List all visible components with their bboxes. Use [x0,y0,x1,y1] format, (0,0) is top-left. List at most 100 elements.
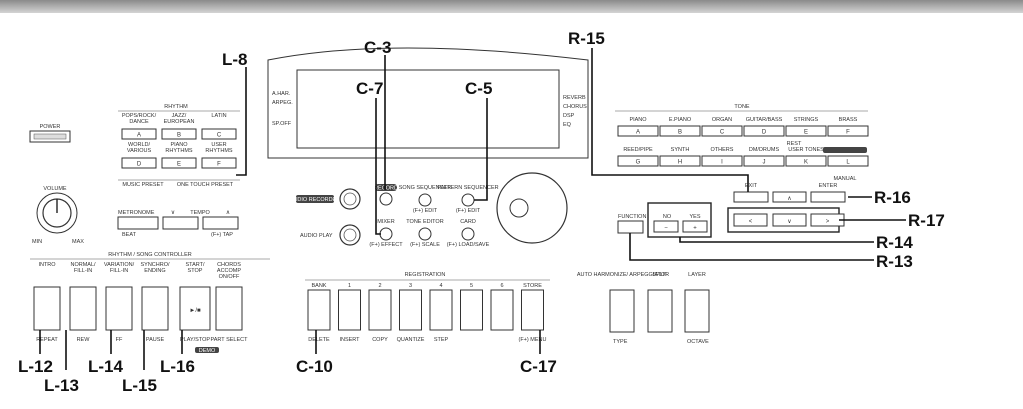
rhythm-label-0-1: DANCE [129,119,149,125]
song-sequencer-button[interactable] [418,193,432,207]
registration-top-label-6: 6 [500,283,503,289]
tone-button-i[interactable] [701,155,743,167]
callout-c17: C-17 [520,357,557,376]
tone-button-g[interactable] [617,155,659,167]
exit-button[interactable] [733,191,769,203]
tone-button-k[interactable] [785,155,827,167]
card-label: CARD [460,219,476,225]
registration-button-2[interactable] [368,289,392,331]
record-button[interactable] [379,192,393,206]
tone-editor-button[interactable] [418,227,432,241]
display-right-1: CHORUS [563,104,587,110]
function-button[interactable] [617,220,644,234]
rhythm-key-a: A [137,133,141,139]
enter-label: ENTER [819,183,838,189]
tone-label-b: E.PIANO [669,117,692,123]
rhythm-label-0-0: POPS/ROCK/ [122,113,157,119]
demo-badge [195,347,219,353]
registration-button-1[interactable] [338,289,361,331]
tone-button-f[interactable] [827,125,869,137]
rsc-top-label-0-0: INTRO [38,262,56,268]
tone-button-j[interactable] [743,155,785,167]
l-key-badge [823,147,867,153]
pattern-sequencer-button[interactable] [461,193,475,207]
tone-key-j: J [763,160,766,166]
tone-button-e[interactable] [785,125,827,137]
rsc-button-3[interactable] [141,286,169,331]
registration-button-6[interactable] [490,289,514,331]
registration-button-4[interactable] [429,289,453,331]
pattern-sequencer-label: PATTERN SEQUENCER [437,185,498,191]
rsc-button-2[interactable] [105,286,133,331]
rsc-button-5[interactable] [215,286,243,331]
rsc-top-label-1-1: FILL-IN [74,268,92,274]
rhythm-button-e[interactable] [161,157,197,169]
callout-r13: R-13 [876,252,913,271]
display-left-0: A.HAR. [272,91,291,97]
tone-button-c[interactable] [701,125,743,137]
tone-button-a[interactable] [617,125,659,137]
plus-symbol: + [693,226,697,232]
registration-button-7[interactable] [521,289,544,331]
rsc-button-1[interactable] [69,286,97,331]
auto-harm-button[interactable] [609,289,635,333]
tone-label-j: DM/DRUMS [749,147,780,153]
registration-top-label-5: 5 [470,283,473,289]
no-minus-button[interactable] [653,220,679,233]
cursor-up-button[interactable] [772,191,807,203]
lcd-screen [296,69,560,149]
display-left-indicators: A.HAR.ARPEG.SP.OFF [272,91,293,127]
rhythm-key-c: C [217,133,222,139]
rhythm-button-c[interactable] [201,128,237,140]
rhythm-button-f[interactable] [201,157,237,169]
registration-button-0[interactable] [307,289,331,331]
metronome-button[interactable] [117,216,159,230]
card-button[interactable] [461,227,475,241]
layer-button[interactable] [684,289,710,333]
volume-max: MAX [72,239,84,245]
tempo-up-button[interactable] [202,216,239,230]
display-left-2: SP.OFF [272,121,292,127]
registration-button-5[interactable] [460,289,483,331]
tone-button-d[interactable] [743,125,785,137]
tone-key-i: I [721,160,723,166]
tone-button-b[interactable] [659,125,701,137]
tempo-label: TEMPO [190,210,210,216]
rhythm-button-d[interactable] [121,157,157,169]
rhythm-label-2-0: LATIN [211,113,226,119]
cursor-right-symbol: > [826,219,830,225]
rsc-bottom-label-1: REW [77,337,91,343]
rhythm-button-a[interactable] [121,128,157,140]
audio-play-button-inner [343,228,357,242]
callout-c5: C-5 [465,79,492,98]
auto-type-label: TYPE [613,339,628,345]
cursor-left-button[interactable] [733,213,768,227]
registration-top-label-2: 2 [378,283,381,289]
split-button[interactable] [647,289,673,333]
tone-title: TONE [734,104,750,110]
rsc-top-label-2-0: VARIATION/ [104,262,135,268]
rsc-button-0[interactable] [33,286,61,331]
tone-label-c: ORGAN [712,117,732,123]
rsc-top-label-5-0: CHORDS [217,262,241,268]
rsc-top-label-1-0: NORMAL/ [70,262,96,268]
auto-harm-label: AUTO HARMONIZE/ ARPEGGIATOR [577,272,669,278]
mixer-button[interactable] [379,227,393,241]
rhythm-button-b[interactable] [161,128,197,140]
rsc-top-label-3-1: ENDING [144,268,165,274]
enter-button[interactable] [810,191,846,203]
song-sequencer-sub: (F+) EDIT [413,208,438,214]
tone-editor-label: TONE EDITOR [406,219,443,225]
registration-button-3[interactable] [399,289,422,331]
rsc-buttons: INTROREPEATNORMAL/FILL-INREWVARIATION/FI… [33,262,248,343]
cursor-down-button[interactable] [772,213,807,227]
rsc-button-4[interactable] [179,286,211,331]
tone-button-h[interactable] [659,155,701,167]
dial[interactable] [496,172,568,244]
tone-button-l[interactable] [827,155,869,167]
audio-recorder-badge [296,195,334,203]
rsc-top-label-5-1: ACCOMP [217,268,241,274]
tempo-down-button[interactable] [162,216,199,230]
yes-plus-button[interactable] [682,220,708,233]
